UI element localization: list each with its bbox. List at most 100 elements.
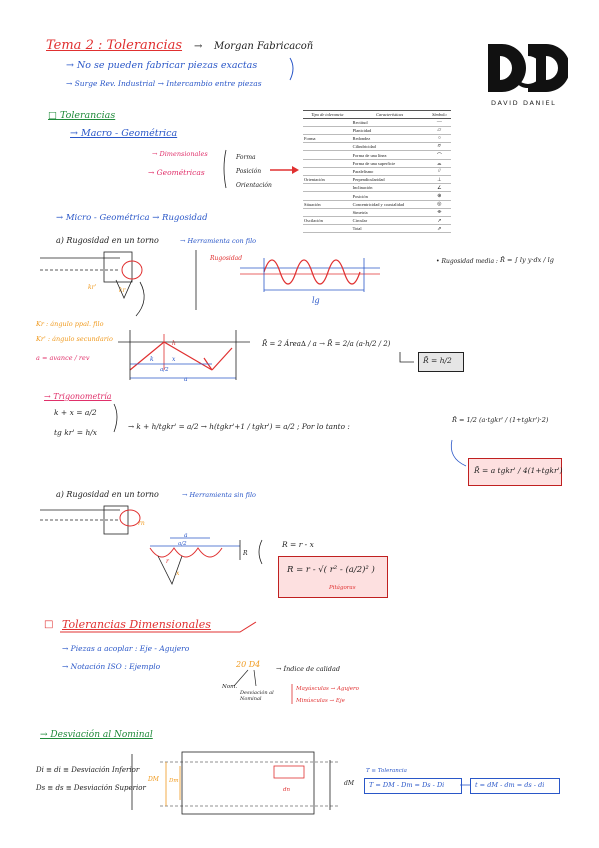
tolerancia-formula-box: T = DM - Dm = Ds - Di xyxy=(364,778,462,794)
header-line-1: → No se pueden fabricar piezas exactas xyxy=(66,60,258,71)
table-cell-car: Paralelismo xyxy=(351,167,428,177)
dimensionales-box-prefix: □ xyxy=(44,619,54,630)
trigonometria-heading: → Trigonometría xyxy=(44,392,112,401)
table-cell-car: Circular xyxy=(351,216,428,226)
table-row: Planicidad▱ xyxy=(303,126,451,135)
table-cell-sym: ⌓ xyxy=(427,159,451,169)
table-cell-car: Total xyxy=(351,224,428,234)
macro-geometrica: → Macro - Geométrica xyxy=(70,128,178,139)
di-definition: Di ≡ di ≡ Desviación Inferior xyxy=(36,766,140,774)
kr2-definition: Kr' : ángulo secundario xyxy=(36,335,113,343)
tolerancias-heading: □ Tolerancias xyxy=(48,110,116,121)
rugosidad-b-tool: → Herramienta sin filo xyxy=(182,491,256,499)
iso-example: 20 D4 xyxy=(236,660,261,669)
x-small-label: x xyxy=(172,356,176,363)
tolerancia-label: T ≡ Tolerancia xyxy=(366,768,407,774)
trig-result: R̄ = a tgkr' / 4(1+tgkr') xyxy=(474,466,563,475)
trig-result-box: R̄ = a tgkr' / 4(1+tgkr') xyxy=(468,458,563,486)
table-header: Tipo de tolerancia xyxy=(303,110,352,119)
tolerancia-formula-2-box: t = dM - dm = ds - di xyxy=(470,778,560,794)
dimensionales-heading: Tolerancias Dimensionales xyxy=(62,618,211,631)
table-cell-car: Forma de una superficie xyxy=(351,159,428,169)
rugosidad-b-label: a) Rugosidad en un torno xyxy=(56,490,159,499)
nominal-label: Nom. xyxy=(222,684,238,690)
table-cell-car: Simetría xyxy=(351,208,428,218)
dm-label: DM xyxy=(148,776,159,783)
r-formula: R = r - √( r² - (a/2)² ) xyxy=(287,565,375,575)
table-row: Rectitud— xyxy=(303,118,451,127)
b-a-half-label: a/2 xyxy=(178,541,187,547)
rugosidad-media-formula: R̄ = ∫ ly y·dx / lg xyxy=(500,256,554,264)
h-label: h xyxy=(172,340,176,347)
rugosidad-result-box: R̄ = h/2 xyxy=(418,352,464,372)
table-cell-sym: ▱ xyxy=(427,126,451,135)
table-row: Posición⊕ xyxy=(303,191,451,201)
trig-eq-4: R̄ = 1/2 (a·tgkr' / (1+tgkr')·2) xyxy=(452,416,549,424)
table-cell-sym: ∠ xyxy=(427,183,451,193)
indice-calidad: → Índice de calidad xyxy=(276,665,341,673)
table-cell-sym: ◎ xyxy=(427,200,451,209)
rugosidad-a-label: a) Rugosidad en un torno xyxy=(56,236,159,245)
table-cell-car: Planicidad xyxy=(351,126,428,135)
page-title: Tema 2 : Tolerancias xyxy=(46,38,183,53)
dim-line-2: → Notación ISO : Ejemplo xyxy=(62,662,161,671)
micro-geometrica: → Micro - Geométrica → Rugosidad xyxy=(56,213,208,223)
table-cell-tipo xyxy=(303,224,352,234)
table-cell-tipo xyxy=(303,191,352,201)
trig-eq-3: → k + h/tgkr' = a/2 → h(tgkr'+1 / tgkr')… xyxy=(128,422,350,431)
table-row: Inclinación∠ xyxy=(303,183,451,193)
table-cell-car: Cilindricidad xyxy=(351,142,428,151)
table-cell-sym: // xyxy=(427,167,451,177)
author-name: Morgan Fabricacoñ xyxy=(214,41,314,52)
table-row: Simetría⌯ xyxy=(303,208,451,218)
mayusculas-label: Mayúsculas → Agujero xyxy=(296,686,359,692)
r-formula-box: R = r - √( r² - (a/2)² ) Pitágoras xyxy=(278,556,388,598)
a-label: a xyxy=(184,376,188,383)
geometricas-label: → Geométricas xyxy=(148,168,205,177)
table-row: Forma de una línea⌒ xyxy=(303,150,451,161)
table-cell-car: Perpendicularidad xyxy=(351,175,428,185)
rugosidad-formula-1: R̄ = 2 Área∆ / a → R̄ = 2/a (a·h/2 / 2) xyxy=(262,340,391,348)
logo-mark-icon: dD xyxy=(488,44,568,92)
dn-label: Dm xyxy=(169,778,179,784)
kr-label: kr xyxy=(119,287,126,294)
table-cell-car: Rectitud xyxy=(351,118,428,127)
b-R-label: R xyxy=(243,550,248,557)
table-cell-tipo: Situación xyxy=(303,200,352,209)
rugosidad-result: R̄ = h/2 xyxy=(423,356,452,365)
table-cell-car: Redondez xyxy=(351,134,428,143)
kr-definition: Kr : ángulo ppal. filo xyxy=(36,320,104,328)
table-cell-tipo: Oscilación xyxy=(303,216,352,226)
b-r-label: r xyxy=(166,558,169,565)
table-cell-sym: ⊥ xyxy=(427,175,451,185)
table-cell-sym: ○ xyxy=(427,134,451,143)
table-header: Características xyxy=(351,110,428,119)
trig-eq-1: k + x = a/2 xyxy=(54,408,97,417)
author-arrow: → xyxy=(194,41,203,52)
header-line-2: → Surge Rev. Industrial → Intercambio en… xyxy=(66,79,262,88)
r-eq: R = r - x xyxy=(282,540,314,549)
logo-subtitle: DAVID DANIEL xyxy=(491,99,557,107)
table-cell-car: Inclinación xyxy=(351,183,428,193)
table-header-row: Tipo de tolerancia Características Símbo… xyxy=(303,110,451,119)
table-cell-car: Concentricidad y coaxialidad xyxy=(351,200,428,209)
table-cell-tipo xyxy=(303,183,352,193)
table-cell-sym: ⌒ xyxy=(427,150,451,161)
table-cell-sym: ⌯ xyxy=(427,208,451,218)
table-cell-tipo xyxy=(303,142,352,151)
tolerance-table: Tipo de tolerancia Características Símbo… xyxy=(303,110,451,234)
table-cell-car: Posición xyxy=(351,191,428,201)
dim-line-1: → Piezas a acoplar : Eje - Agujero xyxy=(62,644,190,653)
table-cell-sym: ⊕ xyxy=(427,191,451,201)
table-cell-tipo xyxy=(303,150,352,161)
rugosidad-label: Rugosidad xyxy=(210,255,243,262)
k-small-label: k xyxy=(150,356,154,363)
table-header: Símbolo xyxy=(427,110,451,119)
table-cell-tipo: Orientación xyxy=(303,175,352,185)
table-cell-tipo xyxy=(303,208,352,218)
table-cell-sym: — xyxy=(427,118,451,127)
